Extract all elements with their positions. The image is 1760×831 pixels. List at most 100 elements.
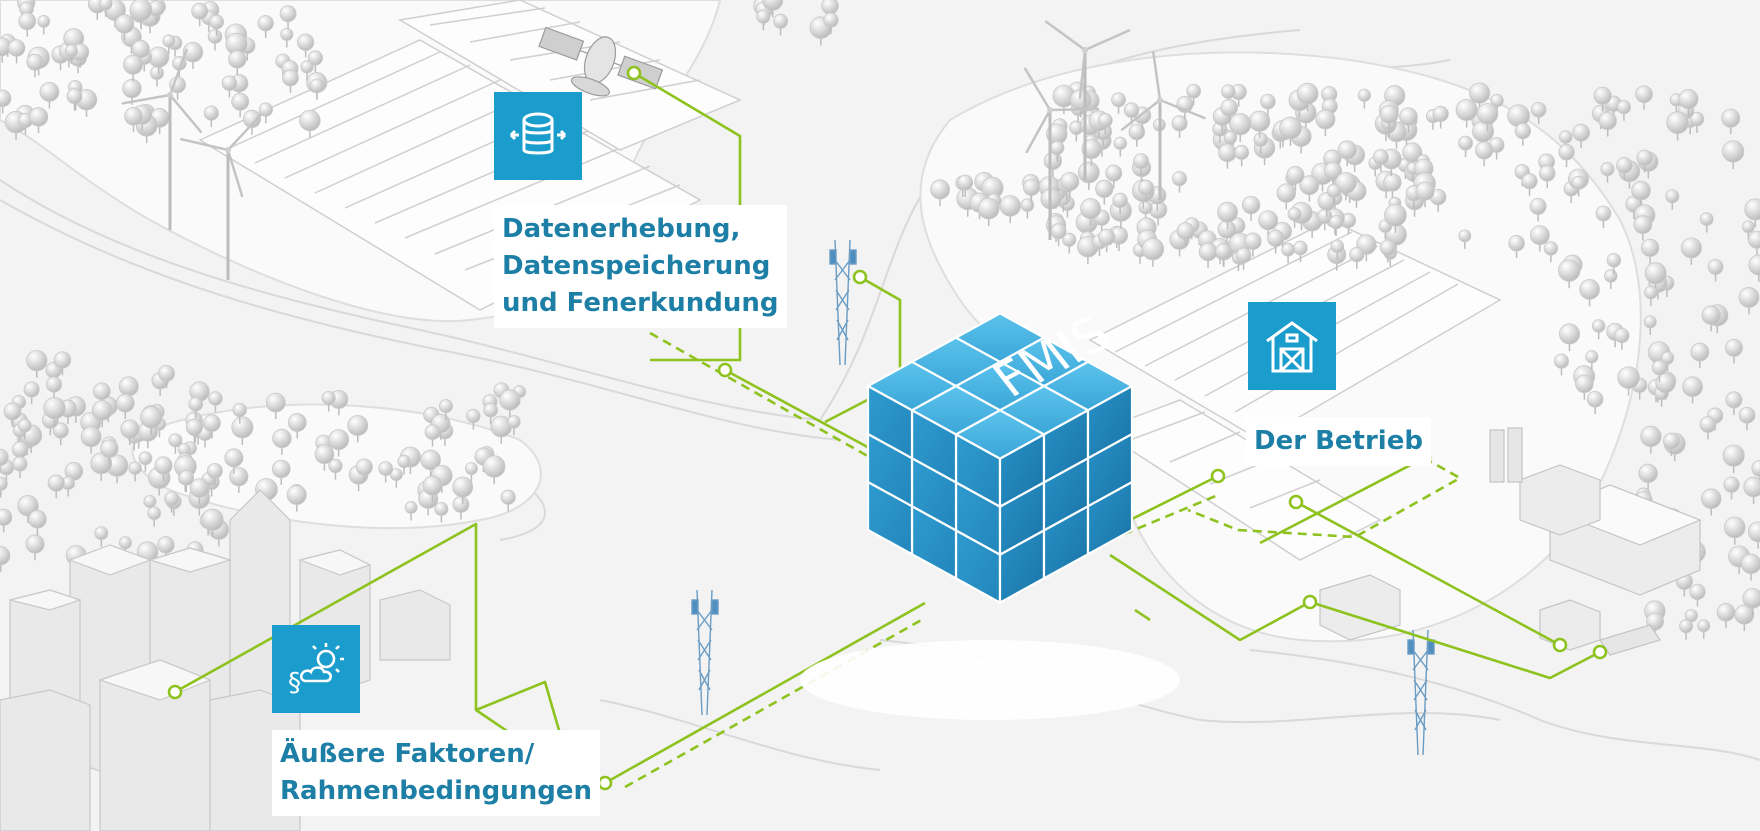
- tree: [1514, 122, 1531, 146]
- external-node-line-1: Äußere Faktoren/: [280, 739, 535, 769]
- tree: [389, 468, 403, 488]
- tree: [1220, 98, 1238, 124]
- tree: [1701, 488, 1722, 516]
- tree: [154, 456, 173, 482]
- tree: [1399, 107, 1418, 133]
- tree: [1665, 189, 1680, 210]
- tree: [347, 414, 369, 443]
- farm-node-line-1: Der Betrieb: [1254, 426, 1423, 456]
- tree: [232, 402, 247, 424]
- tree: [209, 14, 225, 36]
- tree: [1617, 366, 1640, 396]
- tree: [91, 399, 113, 428]
- fmis-cube: FMIS: [800, 305, 1180, 720]
- tree: [465, 462, 478, 482]
- tree: [422, 475, 443, 502]
- tree: [1571, 175, 1586, 197]
- tree: [1521, 173, 1538, 196]
- connector-endpoints: [167, 65, 1608, 791]
- tree: [1234, 144, 1250, 167]
- tree: [1663, 432, 1680, 457]
- tree: [1689, 583, 1706, 607]
- tree: [762, 0, 784, 18]
- tree: [1585, 350, 1599, 370]
- tree: [1455, 98, 1478, 128]
- tree: [328, 458, 343, 480]
- tree: [1458, 229, 1472, 249]
- tree: [1475, 141, 1494, 167]
- wind-turbine-icon: [1024, 67, 1100, 240]
- tree: [0, 477, 8, 498]
- tree: [434, 501, 449, 523]
- tree: [1748, 254, 1760, 282]
- tree: [1682, 376, 1703, 404]
- tree: [1553, 353, 1570, 376]
- tree: [1690, 342, 1710, 369]
- tree: [1707, 259, 1724, 282]
- tree: [483, 402, 498, 425]
- tree: [1296, 82, 1319, 112]
- tree: [28, 509, 47, 536]
- tree: [1458, 135, 1473, 158]
- wind-turbine-icon: [179, 113, 262, 280]
- tree: [1651, 359, 1668, 382]
- tree: [207, 29, 223, 51]
- tree: [37, 14, 51, 35]
- tree: [1558, 323, 1580, 352]
- tree: [7, 39, 26, 64]
- tree: [18, 12, 37, 37]
- tree: [355, 458, 373, 483]
- wind-turbine-icon: [1044, 20, 1131, 180]
- tree: [286, 484, 307, 512]
- tree: [148, 46, 170, 75]
- tree: [1097, 112, 1113, 135]
- tree: [1186, 83, 1202, 106]
- tree: [100, 439, 119, 465]
- tree: [1595, 205, 1612, 229]
- tree: [257, 15, 274, 38]
- tree: [1235, 247, 1252, 270]
- tree: [1722, 140, 1745, 170]
- tree: [1591, 319, 1606, 340]
- paragraph-weather-icon: §: [288, 643, 344, 698]
- tree: [1330, 239, 1345, 260]
- tree: [1105, 164, 1123, 189]
- tree: [1689, 111, 1705, 133]
- tree: [26, 53, 44, 78]
- tree: [1080, 198, 1102, 226]
- tree: [0, 89, 12, 114]
- tree: [1244, 232, 1262, 257]
- tree: [1337, 140, 1357, 167]
- tree: [1069, 120, 1084, 142]
- tree: [1636, 149, 1653, 173]
- tree: [1644, 262, 1667, 291]
- radio-towers: [691, 239, 1435, 756]
- tree: [1721, 108, 1741, 135]
- tree: [25, 534, 45, 561]
- tree: [999, 195, 1021, 224]
- tree: [1723, 476, 1740, 500]
- tree: [1215, 243, 1232, 266]
- tree: [47, 474, 65, 499]
- tree: [158, 364, 175, 389]
- tree: [1747, 230, 1760, 256]
- radio-tower-center: [691, 589, 719, 716]
- tree: [164, 491, 180, 513]
- tree: [1149, 200, 1168, 226]
- tree: [1614, 328, 1630, 350]
- tree: [147, 506, 162, 527]
- tree: [1379, 239, 1396, 263]
- tree: [321, 390, 336, 412]
- tree: [1138, 179, 1155, 203]
- tree: [140, 406, 163, 436]
- tree: [0, 546, 11, 572]
- tree: [287, 413, 307, 439]
- tree: [131, 39, 150, 65]
- tree: [1490, 93, 1504, 114]
- tree: [191, 2, 209, 27]
- tree: [271, 459, 291, 485]
- tree: [1267, 229, 1285, 254]
- tree: [1538, 165, 1556, 189]
- tree: [1249, 110, 1271, 139]
- external-node-label: Äußere Faktoren/ Rahmenbedingungen: [272, 730, 600, 816]
